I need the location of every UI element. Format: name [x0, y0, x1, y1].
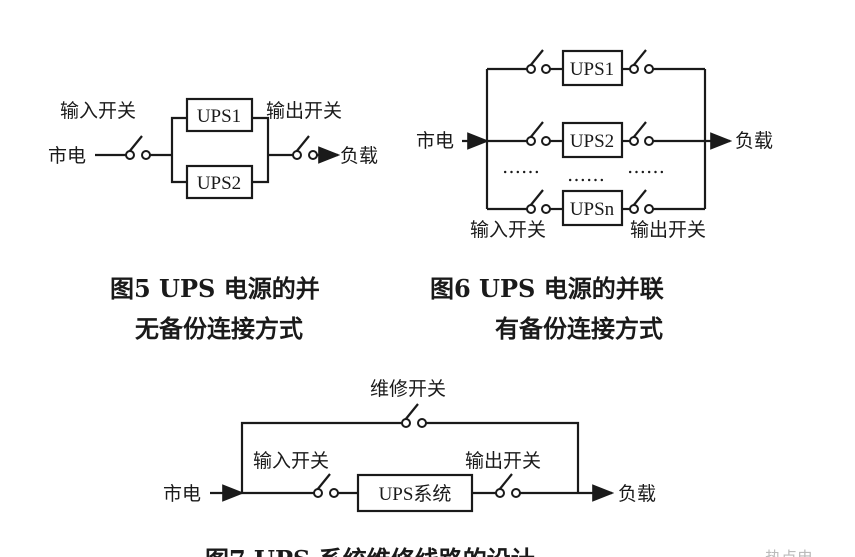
watermark: 热点电	[765, 548, 813, 557]
ups1-box	[185, 97, 254, 133]
ups-box	[561, 49, 624, 87]
source-label: 市电	[48, 145, 86, 167]
figure-7: 维修开关 输入开关 输出开关 市电 UPS系统 负载 图7 UPS 系统维修线路…	[163, 378, 813, 557]
ups-label: UPSn	[570, 199, 615, 220]
fig6-caption-line2: 有备份连接方式	[495, 314, 663, 343]
bypass-switch-label: 维修开关	[370, 378, 446, 400]
load-label: 负载	[618, 483, 656, 505]
figure-5: 输入开关 输出开关 市电 UPS1 UPS2 负载 图5 UPS 电源的并 无备…	[48, 97, 378, 343]
input-switch-label: 输入开关	[470, 219, 546, 241]
ups-label: UPS2	[570, 131, 614, 152]
ups-system-label: UPS系统	[379, 483, 452, 505]
ellipsis-left: ……	[502, 156, 540, 178]
source-label: 市电	[416, 130, 454, 152]
source-label: 市电	[163, 483, 201, 505]
ellipsis-middle: ……	[567, 164, 605, 186]
ellipsis-right: ……	[627, 156, 665, 178]
ups-label: UPS1	[570, 59, 614, 80]
output-switch-label: 输出开关	[630, 219, 706, 241]
input-switch-label: 输入开关	[60, 100, 136, 122]
output-switch-label: 输出开关	[465, 450, 541, 472]
fig7-caption: 图7 UPS 系统维修线路的设计	[205, 545, 535, 557]
ups1-label: UPS1	[197, 106, 241, 127]
input-switch-label: 输入开关	[253, 450, 329, 472]
fig6-caption-line1: 图6 UPS 电源的并联	[430, 274, 664, 303]
load-label: 负载	[340, 145, 378, 167]
load-label: 负载	[735, 130, 773, 152]
ups-box	[561, 121, 624, 159]
fig5-caption-line2: 无备份连接方式	[135, 314, 303, 343]
fig5-caption-line1: 图5 UPS 电源的并	[110, 274, 320, 303]
ups2-label: UPS2	[197, 173, 241, 194]
output-switch-label: 输出开关	[266, 100, 342, 122]
ups-system-box	[356, 473, 474, 513]
